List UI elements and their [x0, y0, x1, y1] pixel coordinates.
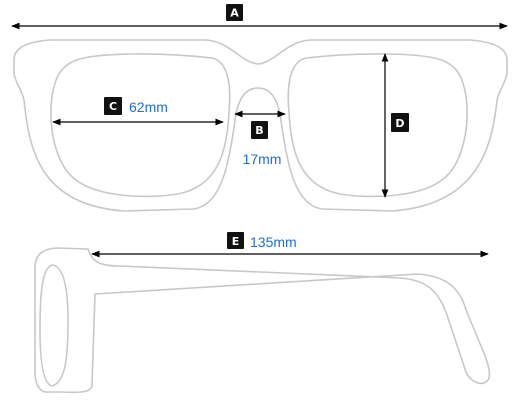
badge-b-box — [251, 121, 268, 139]
badge-c-label: C — [109, 100, 117, 113]
badge-d-label: D — [395, 117, 404, 130]
front-rim-side-outline — [39, 264, 69, 387]
badge-e-box — [227, 232, 244, 249]
front-view — [13, 39, 508, 212]
dimension-e: E 135mm — [91, 232, 489, 258]
badge-a-box — [226, 4, 243, 21]
badge-d-box — [391, 113, 409, 132]
dimension-c: C 62mm — [52, 97, 224, 126]
bridge-width-value: 17mm — [243, 151, 282, 167]
side-view — [34, 247, 491, 394]
badge-e-label: E — [232, 235, 240, 248]
left-lens-outline — [50, 53, 231, 198]
badge-b-label: B — [255, 124, 263, 137]
temple-length-value: 135mm — [250, 234, 297, 250]
dimension-d: D — [381, 53, 409, 198]
badge-a-label: A — [230, 7, 239, 20]
dimension-a: A — [11, 4, 508, 30]
front-frame-outline — [13, 39, 508, 212]
dimension-b: B 17mm — [234, 110, 286, 167]
lens-width-value: 62mm — [129, 99, 168, 115]
temple-arm-outline — [34, 247, 491, 394]
right-lens-outline — [287, 53, 468, 198]
badge-c-box — [104, 97, 122, 115]
